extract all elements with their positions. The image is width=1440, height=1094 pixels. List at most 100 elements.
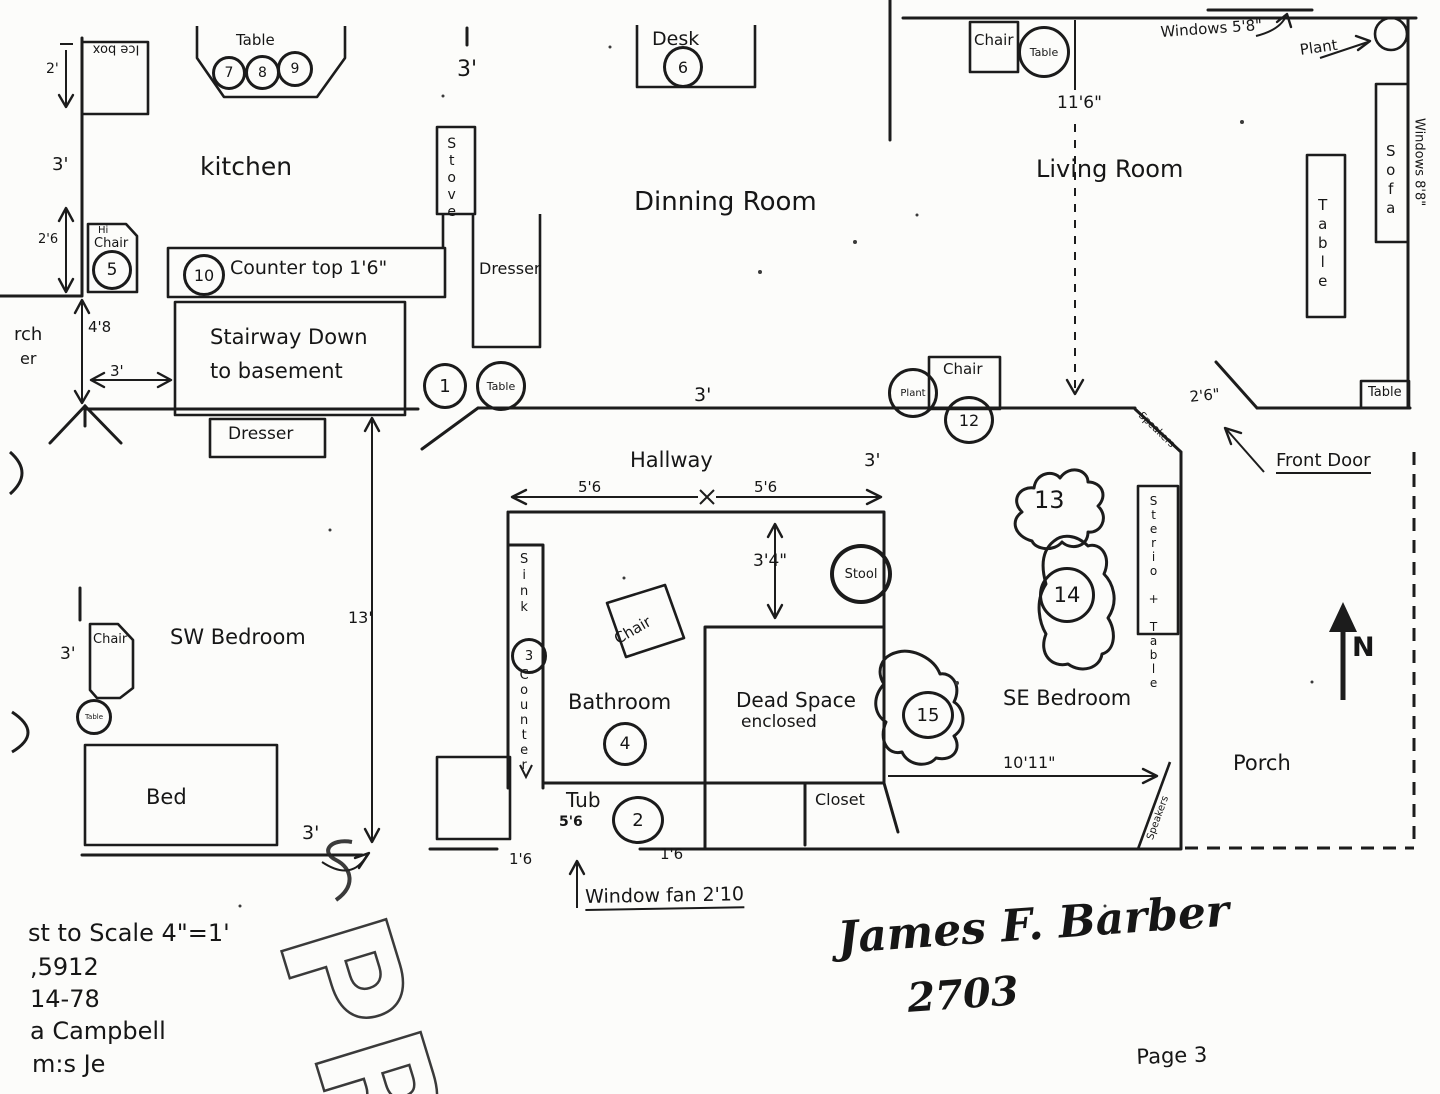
closet-label: Closet — [815, 790, 865, 809]
circled-number-10: 10 — [183, 254, 225, 296]
table-circle-kitchen: Table — [476, 361, 526, 411]
room-sw-bedroom: SW Bedroom — [170, 625, 306, 649]
circled-number-5: 5 — [92, 250, 132, 290]
note-campbell: a Campbell — [30, 1017, 166, 1045]
number-13: 13 — [1034, 486, 1065, 514]
north-arrow — [1329, 602, 1357, 700]
sink-label: Sink — [516, 552, 532, 616]
sofa-outline — [1374, 82, 1410, 244]
arrowheads — [57, 12, 1372, 876]
sofa-label: Sofa — [1381, 142, 1400, 218]
watermark: PRO — [242, 839, 521, 1094]
table-circle-living: Table — [1018, 26, 1070, 78]
note-msje: m:s Je — [32, 1050, 106, 1078]
note-1478: 14-78 — [30, 985, 100, 1013]
room-bathroom: Bathroom — [568, 690, 672, 714]
front-door-label: Front Door — [1276, 451, 1371, 474]
room-living: Living Room — [1036, 155, 1184, 183]
dim-hall-3ft: 3' — [864, 450, 881, 471]
room-se-bedroom: SE Bedroom — [1003, 686, 1132, 710]
porch-cut-er: er — [20, 349, 37, 368]
icebox-outline — [80, 40, 150, 116]
note-5912: ,5912 — [30, 953, 99, 981]
chair-lr-label: Chair — [974, 31, 1014, 49]
bed-outline — [83, 743, 279, 847]
walls — [0, 0, 1418, 857]
kitchen-table-outline — [195, 26, 347, 99]
table-tall-label: Table — [1313, 196, 1332, 291]
dim-2-6: 2'6 — [38, 232, 59, 247]
sterio-table-label: Sterio + Table — [1146, 494, 1161, 690]
dim-top-3ft: 3' — [457, 57, 478, 82]
circled-number-3: 3 — [511, 638, 547, 674]
table-tall-outline — [1305, 153, 1347, 319]
dim-5-6-left: 5'6 — [578, 478, 602, 496]
table-small-outline — [1359, 379, 1411, 410]
hi-chair-hi: Hi — [98, 225, 109, 236]
dim-corner-3ft: 3' — [110, 362, 124, 380]
dim-sw-3ft: 3' — [60, 644, 76, 664]
dim-4-8: 4'8 — [88, 318, 112, 336]
dim-mid-3ft: 3' — [694, 384, 712, 406]
dresser3-outline — [435, 755, 512, 841]
dim-1-6-left: 1'6 — [509, 850, 533, 868]
dresser2-outline — [441, 214, 542, 349]
room-kitchen: kitchen — [200, 152, 293, 181]
stove-outline — [435, 125, 477, 216]
sterio-table-outline — [1136, 484, 1180, 636]
stool-circle: Stool — [830, 544, 892, 604]
counter-outline — [166, 246, 447, 299]
circled-number-15: 15 — [902, 691, 954, 739]
dresser1-outline — [208, 417, 327, 459]
room-hallway: Hallway — [630, 448, 713, 472]
dim-3-4: 3'4" — [753, 551, 788, 571]
desk-label: Desk — [652, 28, 700, 50]
page-number: Page 3 — [1135, 1042, 1208, 1069]
cloud-13 — [1013, 468, 1105, 551]
stairway-line2: to basement — [210, 359, 343, 383]
dim-tub-5-6: 5'6 — [559, 814, 583, 830]
plant-tr-circle — [1373, 16, 1409, 52]
chair-mid-label: Chair — [943, 360, 983, 378]
table-small-label: Table — [1368, 385, 1402, 400]
dresser2-label: Dresser — [479, 259, 541, 278]
circled-number-2: 2 — [612, 796, 664, 844]
plant-circle-mid: Plant — [888, 368, 938, 418]
circled-number-8: 8 — [245, 55, 280, 90]
kitchen-table-label: Table — [236, 31, 275, 49]
room-dinning: Dinning Room — [634, 187, 817, 217]
dim-icebox-2ft: 2' — [46, 61, 59, 77]
counter-label: Counter — [516, 668, 532, 773]
stairway-outline — [173, 300, 407, 417]
tub-label: Tub — [566, 788, 601, 812]
dim-5-6-right: 5'6 — [754, 478, 778, 496]
icebox-label: Ice box — [92, 41, 140, 57]
note-scale: st to Scale 4"=1' — [28, 919, 230, 947]
counter-top-label: Counter top 1'6" — [230, 257, 388, 279]
window-fan-note: Window fan 2'10 — [585, 883, 745, 911]
dead-space-line1: Dead Space — [736, 688, 856, 712]
circled-number-4: 4 — [603, 722, 647, 766]
dimension-lines — [60, 15, 1369, 908]
signature-number: 2703 — [905, 967, 1021, 1022]
dead-space-line2: enclosed — [741, 712, 817, 732]
hi-chair-outline — [86, 222, 139, 294]
dim-bottom-3ft: 3' — [302, 822, 320, 844]
circled-number-12: 12 — [944, 396, 994, 444]
circled-number-1: 1 — [423, 363, 467, 409]
stairway-line1: Stairway Down — [210, 325, 368, 349]
furniture-outlines — [80, 16, 1411, 850]
dim-2-6-door: 2'6" — [1188, 384, 1221, 406]
dim-kitchen-left-3ft: 3' — [52, 154, 69, 175]
table-circle-sw: Table — [76, 699, 112, 735]
porch-dashed-outline — [1185, 452, 1416, 850]
dim-13ft: 13' — [348, 608, 373, 627]
circled-number-7: 7 — [212, 56, 246, 90]
chair-sw-label: Chair — [93, 632, 128, 647]
speakers-bottom-line — [1136, 761, 1172, 850]
scan-speckles — [238, 45, 1314, 908]
dresser1-label: Dresser — [228, 424, 294, 444]
hi-chair-label: Chair — [94, 236, 129, 251]
circled-number-9: 9 — [277, 51, 313, 87]
